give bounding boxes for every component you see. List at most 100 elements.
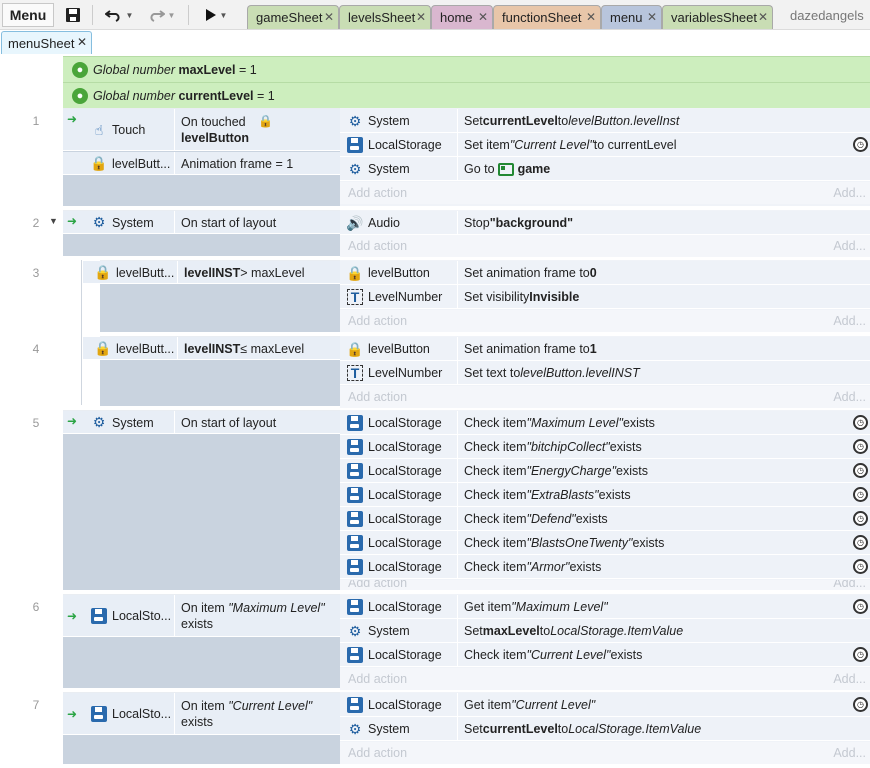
condition-text: levelINST > maxLevel — [177, 261, 340, 284]
tab-functionsheet[interactable]: functionSheet✕ — [493, 5, 601, 29]
condition-compare-instance[interactable]: 🔒levelButt... levelINST > maxLevel — [83, 261, 340, 284]
close-icon[interactable]: ✕ — [76, 35, 87, 49]
add-action-row[interactable]: Add action Add... — [340, 235, 870, 257]
text: Set animation frame to — [464, 342, 590, 356]
action-row[interactable]: 🔒levelButton Set animation frame to 0 — [340, 261, 870, 285]
object-name: LevelNumber — [368, 290, 443, 304]
action-row[interactable]: ⚙System Set currentLevel to levelButton.… — [340, 109, 870, 133]
condition-compare-instance[interactable]: 🔒levelButt... levelINST ≤ maxLevel — [83, 337, 340, 360]
add-action-row[interactable]: Add action Add... — [340, 182, 870, 204]
close-icon[interactable]: ✕ — [415, 10, 426, 24]
action-row[interactable]: LocalStorage Set item "Current Level" to… — [340, 133, 870, 157]
add-action-row[interactable]: Add action Add... — [340, 580, 870, 590]
add-action-row[interactable]: Add action Add... — [340, 310, 870, 332]
add-more-link[interactable]: Add... — [833, 746, 866, 760]
lock-icon: 🔒 — [95, 264, 112, 280]
condition-object: 🔒levelButt... — [95, 261, 175, 284]
condition-start-of-layout[interactable]: ➜ ⚙System On start of layout — [63, 211, 340, 234]
close-icon[interactable]: ✕ — [323, 10, 334, 24]
actions-event-2: 🔊Audio Stop "background" Add action Add..… — [340, 210, 870, 257]
add-action-link[interactable]: Add action — [348, 390, 408, 404]
add-more-link[interactable]: Add... — [833, 580, 866, 590]
undo-icon[interactable]: ▼ — [100, 3, 138, 27]
condition-on-item-exists[interactable]: ➜ LocalSto... On item "Maximum Level"exi… — [63, 595, 340, 637]
add-action-link[interactable]: Add action — [348, 239, 408, 253]
tab-menusheet[interactable]: menuSheet✕ — [1, 31, 92, 54]
tab-gamesheet[interactable]: gameSheet✕ — [247, 5, 339, 29]
lock-icon: 🔒 — [258, 114, 273, 128]
tab-home[interactable]: home✕ — [431, 5, 493, 29]
add-action-link[interactable]: Add action — [348, 314, 408, 328]
gear-icon: ⚙ — [348, 720, 362, 737]
event-sheet: ● Global number maxLevel = 1 ● Global nu… — [0, 54, 870, 768]
add-action-row[interactable]: Add action Add... — [340, 386, 870, 408]
add-action-link[interactable]: Add action — [348, 746, 408, 760]
close-icon[interactable]: ✕ — [477, 10, 488, 24]
condition-on-item-exists[interactable]: ➜ LocalSto... On item "Current Level"exi… — [63, 693, 340, 735]
close-icon[interactable]: ✕ — [757, 10, 768, 24]
localstorage-icon — [347, 599, 363, 615]
close-icon[interactable]: ✕ — [585, 10, 596, 24]
object-name: LevelNumber — [368, 366, 443, 380]
condition-text: On start of layout — [174, 211, 340, 234]
add-more-link[interactable]: Add... — [833, 239, 866, 253]
add-action-link[interactable]: Add action — [348, 580, 408, 590]
add-action-link[interactable]: Add action — [348, 186, 408, 200]
event-number: 5 — [32, 416, 40, 430]
close-icon[interactable]: ✕ — [646, 10, 657, 24]
action-row[interactable]: ⚙System Set maxLevel to LocalStorage.Ite… — [340, 619, 870, 643]
add-action-row[interactable]: Add action Add... — [340, 668, 870, 690]
action-text: Check item "bitchipCollect" exists — [457, 435, 870, 459]
action-text: Check item "BlastsOneTwenty" exists — [457, 531, 870, 555]
action-row[interactable]: ⚙System Go to game — [340, 157, 870, 181]
save-icon[interactable] — [60, 3, 86, 27]
condition-animation-frame[interactable]: 🔒levelButt... Animation frame = 1 — [63, 152, 340, 175]
menu-button[interactable]: Menu — [2, 3, 54, 27]
action-text: Set animation frame to 1 — [457, 337, 870, 361]
object-name: System — [112, 215, 154, 230]
add-action-link[interactable]: Add action — [348, 672, 408, 686]
param: levelINST — [184, 265, 241, 280]
add-more-link[interactable]: Add... — [833, 314, 866, 328]
add-more-link[interactable]: Add... — [833, 390, 866, 404]
tab-menu[interactable]: menu✕ — [601, 5, 662, 29]
add-more-link[interactable]: Add... — [833, 672, 866, 686]
tab-label: menu — [610, 10, 643, 25]
action-row[interactable]: 🔊Audio Stop "background" — [340, 211, 870, 235]
param: levelINST — [184, 341, 241, 356]
action-row[interactable]: LocalStorage Check item "Current Level" … — [340, 643, 870, 667]
play-icon[interactable]: ▼ — [196, 3, 236, 27]
collapse-triangle-icon[interactable]: ▼ — [49, 216, 58, 226]
redo-icon[interactable]: ▼ — [142, 3, 180, 27]
async-icon: ◷ — [853, 599, 868, 614]
global-variable-maxlevel[interactable]: ● Global number maxLevel = 1 — [63, 56, 870, 82]
action-row[interactable]: LocalStorage Get item "Current Level" ◷ — [340, 693, 870, 717]
global-prefix: Global number — [93, 88, 175, 103]
actions-event-7: LocalStorage Get item "Current Level" ◷ … — [340, 692, 870, 764]
condition-start-of-layout[interactable]: ➜ ⚙System On start of layout — [63, 411, 340, 434]
action-row[interactable]: 🔒levelButton Set animation frame to 1 — [340, 337, 870, 361]
text: exists — [181, 617, 213, 631]
tab-levelssheet[interactable]: levelsSheet✕ — [339, 5, 431, 29]
text: to — [557, 722, 569, 736]
param: "background" — [489, 216, 574, 230]
action-row[interactable]: ⚙System Set currentLevel to LocalStorage… — [340, 717, 870, 741]
add-action-row[interactable]: Add action Add... — [340, 742, 870, 764]
add-more-link[interactable]: Add... — [833, 186, 866, 200]
global-variable-currentlevel[interactable]: ● Global number currentLevel = 1 — [63, 82, 870, 108]
action-object: LocalStorage — [340, 435, 456, 459]
action-row[interactable]: LocalStorage Get item "Maximum Level" ◷ — [340, 595, 870, 619]
event-number: 2 — [32, 216, 40, 230]
tab-variablessheet[interactable]: variablesSheet✕ — [662, 5, 773, 29]
